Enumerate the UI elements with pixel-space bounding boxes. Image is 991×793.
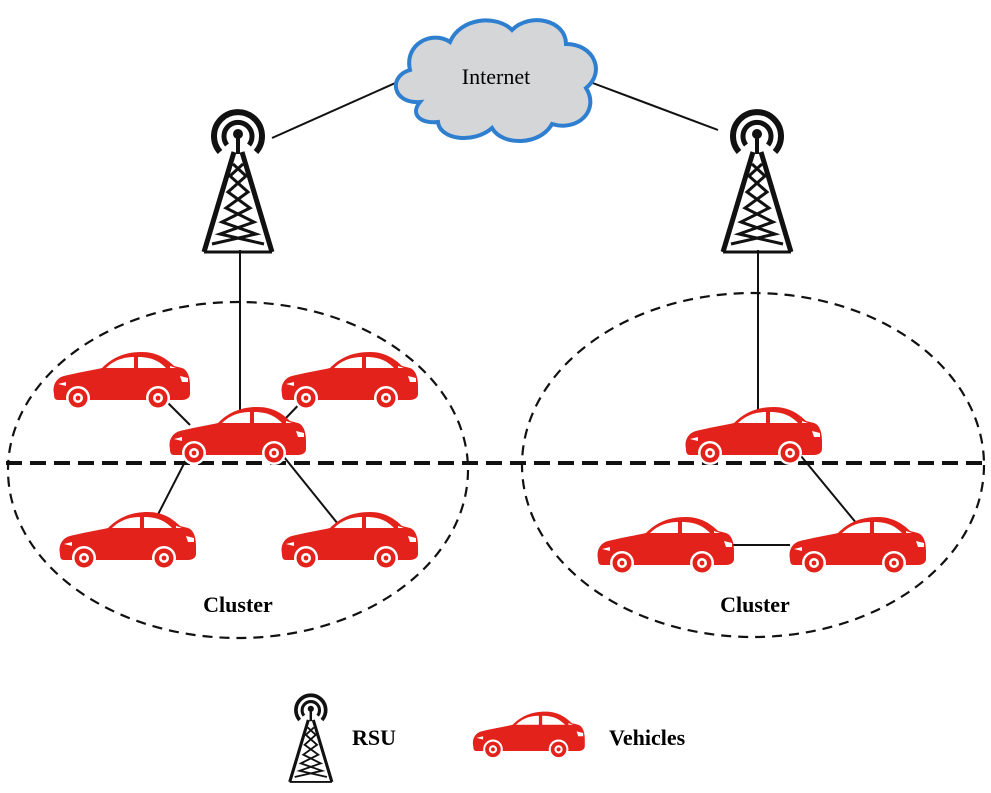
cluster-label-left: Cluster bbox=[203, 592, 273, 617]
car-icon bbox=[281, 512, 418, 570]
rsu-tower-icon bbox=[204, 112, 272, 252]
link-rsu1-internet bbox=[271, 79, 403, 139]
link-head-car4 bbox=[279, 451, 339, 525]
legend-car-icon bbox=[472, 711, 585, 760]
car-icon bbox=[281, 352, 418, 410]
car-icon bbox=[685, 407, 822, 465]
car-icon bbox=[789, 517, 926, 575]
legend: RSU Vehicles bbox=[287, 693, 686, 784]
car-icon bbox=[53, 352, 191, 410]
cloud-icon bbox=[393, 18, 598, 143]
cluster-label-right: Cluster bbox=[720, 592, 790, 617]
legend-vehicles-label: Vehicles bbox=[609, 725, 686, 750]
car-icon bbox=[59, 512, 197, 570]
internet-label: Internet bbox=[462, 64, 530, 89]
cluster-boundary-left bbox=[6, 300, 470, 640]
rsu-tower-icon bbox=[723, 112, 791, 252]
link-internet-rsu2 bbox=[589, 81, 719, 131]
legend-rsu-label: RSU bbox=[352, 725, 396, 750]
legend-rsu-icon bbox=[287, 693, 334, 784]
car-icon bbox=[169, 407, 306, 465]
car-icon bbox=[597, 517, 734, 575]
